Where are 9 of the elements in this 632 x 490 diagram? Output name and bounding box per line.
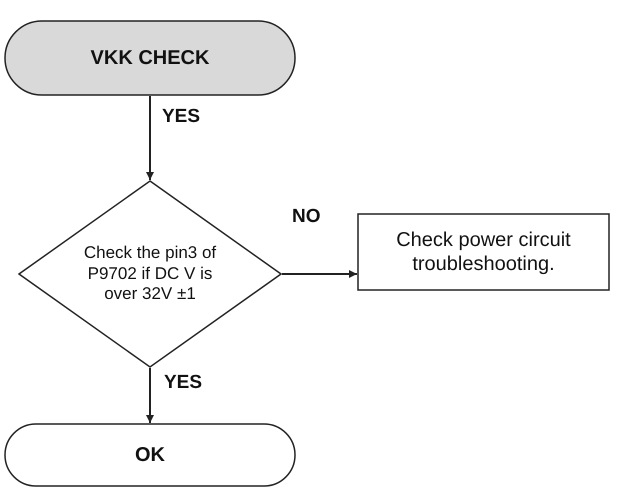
arrow [146, 368, 154, 423]
decision-diamond [18, 180, 282, 368]
node-text: Check the pin3 of P9702 if DC V is over 32V ±1 [82, 243, 218, 305]
node-text: OK [135, 443, 165, 467]
arrow [282, 270, 357, 278]
arrow [146, 96, 154, 180]
process-box [357, 213, 610, 291]
node-text: VKK CHECK [90, 46, 210, 70]
node-text: Check power circuit troubleshooting. [395, 228, 572, 276]
